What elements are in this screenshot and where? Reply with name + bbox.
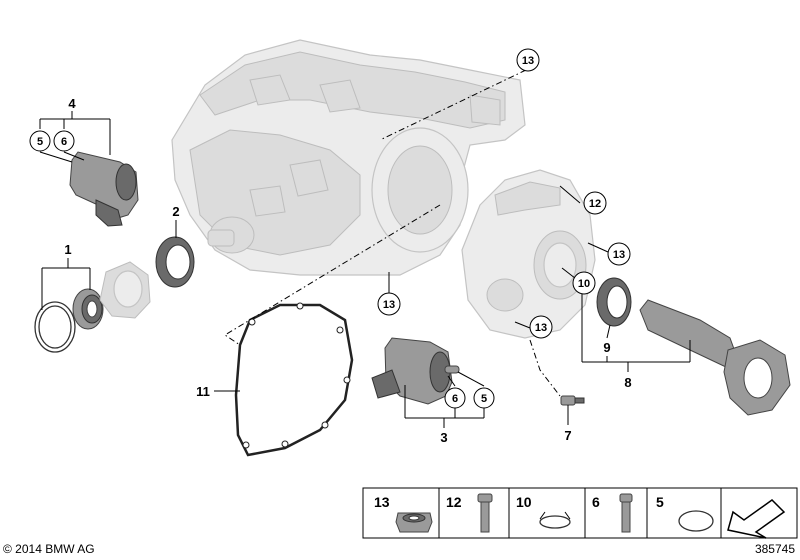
callout-6-upper: 6 <box>61 136 67 148</box>
differential-housing <box>461 169 596 339</box>
callout-5-upper: 5 <box>37 136 43 148</box>
callout-6-lower: 6 <box>452 393 458 405</box>
callout-10: 10 <box>578 278 590 290</box>
legend-10: 10 <box>516 494 532 510</box>
legend-13: 13 <box>374 494 390 510</box>
callout-labels: 4 5 6 1 2 13 12 13 10 13 13 9 8 7 6 5 3 … <box>29 48 632 445</box>
copyright-text: © 2014 BMW AG <box>3 542 95 556</box>
callout-13-center: 13 <box>383 299 395 311</box>
part-7-sensor <box>560 395 585 406</box>
part-11-gasket <box>234 302 354 457</box>
diagram-number: 385745 <box>755 542 795 556</box>
main-housing <box>171 39 526 276</box>
callout-8: 8 <box>624 375 631 390</box>
callout-13-top: 13 <box>522 55 534 67</box>
screw-plug-icon <box>395 512 433 533</box>
leader-lines <box>39 69 691 428</box>
legend-6: 6 <box>592 494 600 510</box>
snap-ring-icon <box>539 511 571 529</box>
callout-13-right: 13 <box>613 249 625 261</box>
part-10-seal <box>596 277 632 327</box>
legend-5: 5 <box>656 494 664 510</box>
arrow-symbol-icon <box>727 499 786 539</box>
part-2-shaft-seal <box>155 236 195 288</box>
callout-4: 4 <box>68 96 76 111</box>
callout-11: 11 <box>196 384 210 399</box>
callout-7: 7 <box>564 428 571 443</box>
callout-2: 2 <box>172 204 179 219</box>
part-3-actuator <box>371 337 460 405</box>
callout-12: 12 <box>589 198 601 210</box>
part-4-actuator <box>69 151 139 227</box>
callout-9: 9 <box>603 340 610 355</box>
o-ring-icon <box>678 510 714 532</box>
part-8-output-shaft <box>639 299 791 416</box>
callout-13-lower: 13 <box>535 322 547 334</box>
hex-bolt-icon <box>477 493 493 533</box>
callout-5-lower: 5 <box>481 393 487 405</box>
callout-1: 1 <box>64 242 71 257</box>
legend-12: 12 <box>446 494 462 510</box>
socket-screw-icon <box>619 493 633 533</box>
part-1-bearing-set <box>34 261 151 353</box>
legend-strip: 13 12 10 6 5 <box>362 487 798 539</box>
callout-3: 3 <box>440 430 447 445</box>
